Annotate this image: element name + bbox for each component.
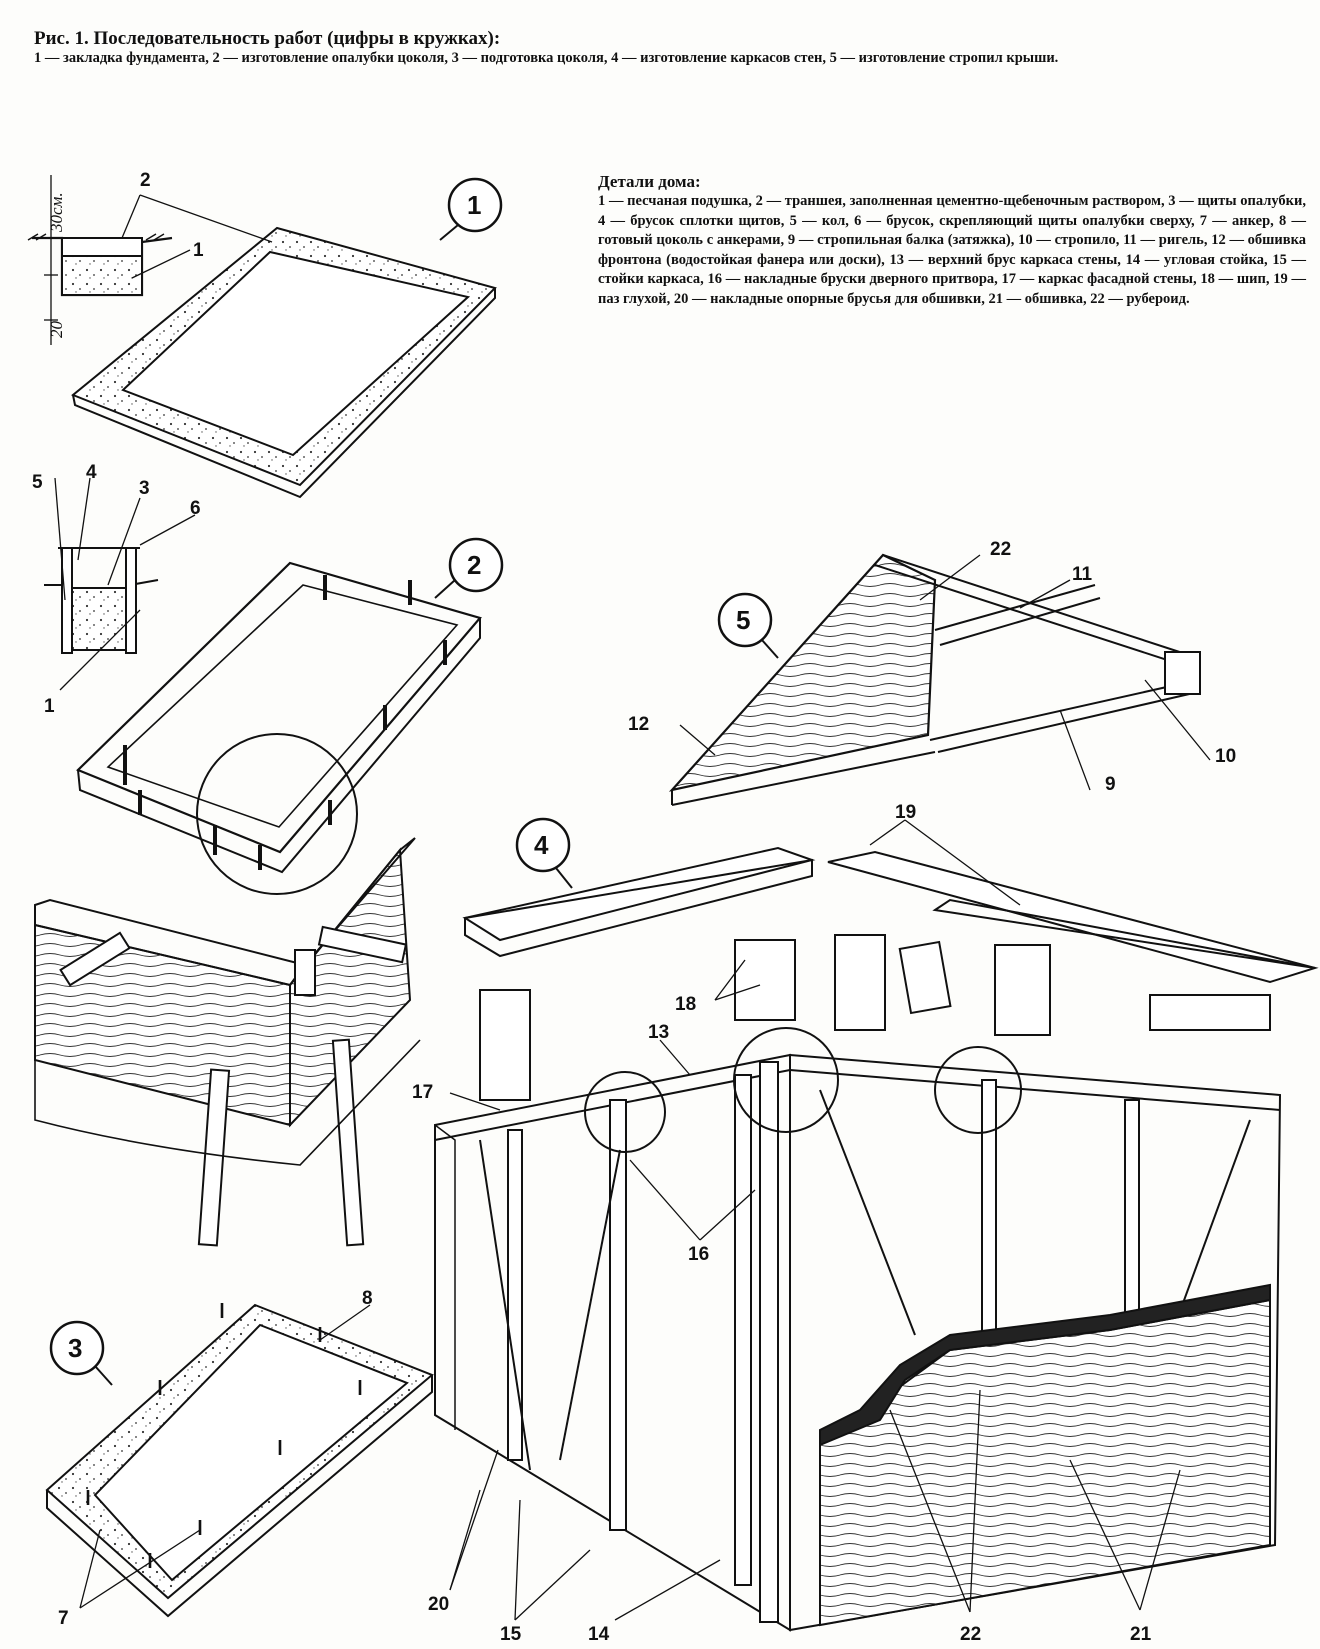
step-1-label: 1 — [467, 190, 481, 220]
callout-plinth-8: 8 — [362, 1288, 373, 1309]
caption-body: 1 — закладка фундамента, 2 — изготовлени… — [34, 50, 1059, 66]
legend-title: Детали дома: — [598, 172, 701, 191]
callout-walls-21: 21 — [1130, 1624, 1152, 1645]
callout-formwork-3: 3 — [139, 478, 150, 499]
callout-plinth-7: 7 — [58, 1608, 69, 1629]
dim-30cm: 30см. — [47, 192, 66, 233]
step-5-label: 5 — [736, 605, 750, 635]
plinth-drawing — [45, 1303, 434, 1618]
callout-formwork-5: 5 — [32, 472, 43, 493]
callout-walls-22: 22 — [960, 1624, 981, 1645]
figure-caption: Рис. 1. Последовательность работ (цифры … — [34, 28, 1304, 66]
roof-truss-drawing — [668, 553, 1211, 806]
callout-formwork-6: 6 — [190, 498, 201, 519]
step-4-label: 4 — [534, 830, 549, 860]
wall-frame-drawing — [434, 819, 1319, 1632]
callout-roof-10: 10 — [1215, 746, 1236, 767]
callout-walls-15: 15 — [500, 1624, 522, 1645]
parts-legend: Детали дома: 1 — песчаная подушка, 2 — т… — [598, 172, 1306, 309]
callout-foundation-2: 2 — [140, 170, 151, 191]
step-2-marker: 2 — [434, 537, 504, 599]
foundation-drawing — [27, 175, 497, 499]
formwork-drawing — [34, 477, 482, 1247]
callout-roof-12: 12 — [628, 714, 649, 735]
callout-foundation-1: 1 — [193, 240, 204, 261]
step-2-label: 2 — [467, 550, 481, 580]
step-3-label: 3 — [68, 1333, 82, 1363]
callout-formwork-1: 1 — [44, 696, 55, 717]
callout-roof-9: 9 — [1105, 774, 1116, 795]
dim-20: 20 — [47, 321, 66, 339]
step-5-marker: 5 — [717, 592, 779, 659]
callout-walls-20: 20 — [428, 1594, 449, 1615]
step-4-marker: 4 — [515, 817, 573, 889]
callout-roof-11: 11 — [1072, 564, 1093, 585]
callout-walls-18: 18 — [675, 994, 696, 1015]
callout-walls-19: 19 — [895, 802, 916, 823]
legend-body: 1 — песчаная подушка, 2 — траншея, запол… — [598, 193, 1306, 307]
step-1-marker: 1 — [439, 177, 503, 241]
step-3-marker: 3 — [49, 1320, 113, 1386]
callout-walls-17: 17 — [412, 1082, 433, 1103]
callout-walls-13: 13 — [648, 1022, 669, 1043]
caption-title: Рис. 1. Последовательность работ (цифры … — [34, 28, 501, 49]
callout-roof-22: 22 — [990, 539, 1011, 560]
callout-walls-16: 16 — [688, 1244, 709, 1265]
callout-formwork-4: 4 — [86, 462, 97, 483]
callout-walls-14: 14 — [588, 1624, 610, 1645]
